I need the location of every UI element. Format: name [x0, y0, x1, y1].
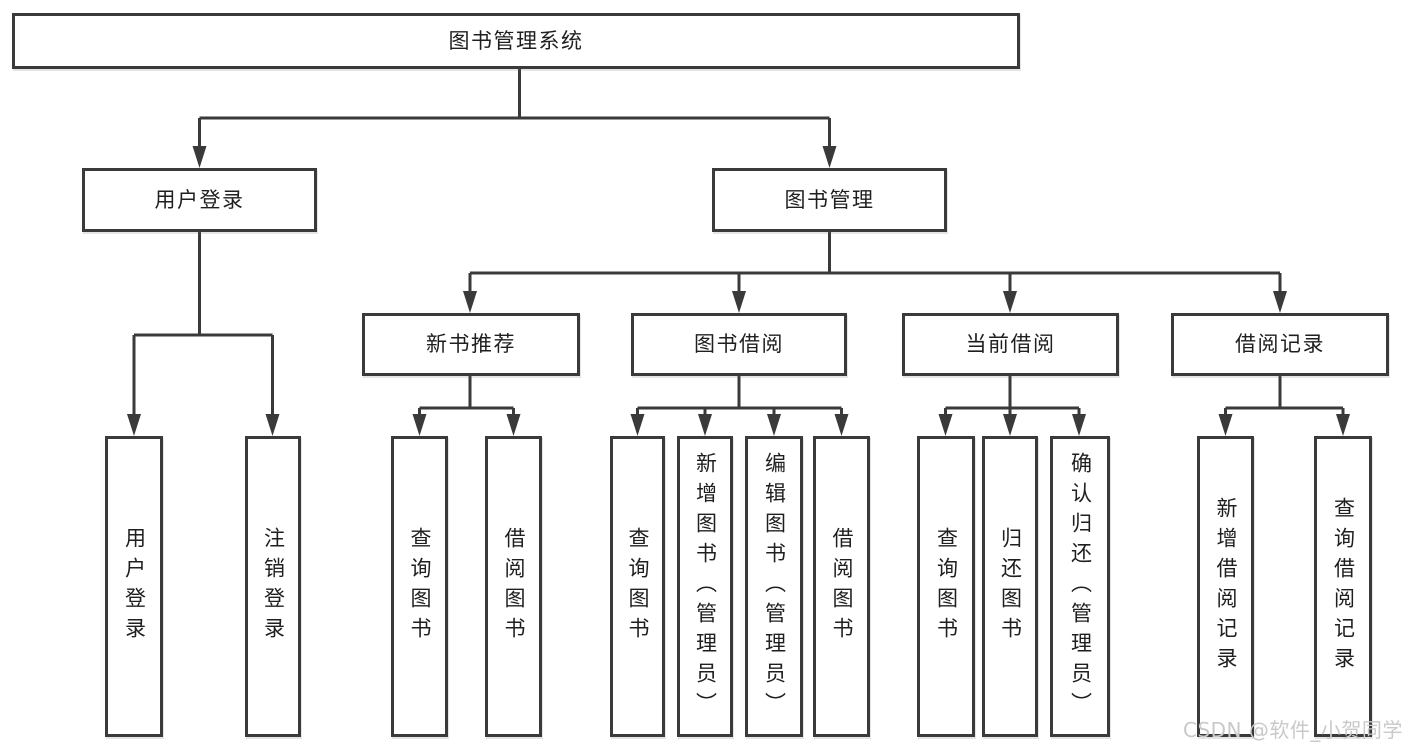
node-root-label: 图书管理系统	[448, 28, 584, 53]
connector-book-management	[468, 232, 1282, 295]
connector-new-book-recommend	[418, 376, 515, 418]
leaf-records-add-record: 新增借阅记录	[1197, 436, 1254, 737]
node-current-borrowing-label: 当前借阅	[965, 332, 1056, 356]
node-book-borrowing-label: 图书借阅	[694, 332, 784, 356]
node-book-borrowing: 图书借阅	[631, 313, 847, 376]
node-book-management-label: 图书管理	[784, 187, 875, 212]
leaf-current-return-books: 归还图书	[982, 436, 1038, 737]
leaf-records-add-record-label: 新增借阅记录	[1214, 496, 1238, 677]
leaf-user-login: 用户登录	[105, 436, 163, 737]
arrowhead-icon	[767, 414, 781, 436]
leaf-logout: 注销登录	[245, 436, 301, 737]
node-borrowing-records-label: 借阅记录	[1235, 332, 1325, 356]
leaf-current-confirm-return-admin: 确认归还（管理员）	[1050, 436, 1110, 737]
node-new-book-recommend: 新书推荐	[362, 313, 580, 376]
leaf-current-query-books-label: 查询图书	[934, 526, 959, 647]
arrowhead-icon	[938, 414, 953, 436]
node-user-login: 用户登录	[82, 168, 317, 232]
leaf-user-login-label: 用户登录	[122, 526, 147, 647]
arrowhead-icon	[506, 414, 521, 436]
arrowhead-icon	[1003, 291, 1017, 313]
leaf-current-return-books-label: 归还图书	[998, 526, 1023, 647]
arrowhead-icon	[834, 414, 849, 436]
connector-user-login	[132, 232, 274, 418]
leaf-records-query-record-label: 查询借阅记录	[1331, 496, 1356, 677]
arrowhead-icon	[127, 414, 141, 436]
node-root: 图书管理系统	[12, 13, 1020, 69]
leaf-borrowing-edit-books-admin: 编辑图书（管理员）	[745, 436, 803, 737]
arrowhead-icon	[732, 291, 746, 313]
leaf-current-query-books: 查询图书	[917, 436, 975, 737]
leaf-recommend-borrow-books-label: 借阅图书	[502, 526, 526, 647]
leaf-borrowing-query-books: 查询图书	[610, 436, 665, 737]
leaf-recommend-query-books: 查询图书	[391, 436, 448, 737]
leaf-borrowing-query-books-label: 查询图书	[626, 526, 650, 647]
node-borrowing-records: 借阅记录	[1171, 313, 1389, 376]
node-current-borrowing: 当前借阅	[902, 313, 1119, 376]
node-book-management: 图书管理	[712, 168, 947, 232]
leaf-records-query-record: 查询借阅记录	[1314, 436, 1372, 737]
arrowhead-icon	[1072, 414, 1086, 436]
watermark: CSDN @软件_小贺同学	[1183, 718, 1403, 742]
arrowhead-icon	[265, 414, 280, 436]
arrowhead-icon	[412, 414, 427, 436]
arrowhead-icon	[1273, 291, 1287, 313]
connector-root	[198, 69, 831, 150]
leaf-logout-label: 注销登录	[261, 526, 286, 647]
connector-book-borrowing	[636, 376, 843, 418]
leaf-borrowing-add-books-admin: 新增图书（管理员）	[677, 436, 733, 737]
leaf-borrowing-borrow-books: 借阅图书	[813, 436, 870, 737]
arrowhead-icon	[463, 291, 477, 313]
leaf-recommend-borrow-books: 借阅图书	[485, 436, 542, 737]
arrowhead-icon	[822, 146, 837, 168]
leaf-borrowing-add-books-admin-label: 新增图书（管理员）	[693, 451, 718, 722]
connector-current-borrowing	[944, 376, 1081, 418]
arrowhead-icon	[1003, 414, 1017, 436]
leaf-current-confirm-return-admin-label: 确认归还（管理员）	[1068, 451, 1093, 722]
arrowhead-icon	[1218, 414, 1233, 436]
leaf-borrowing-borrow-books-label: 借阅图书	[830, 526, 854, 647]
node-new-book-recommend-label: 新书推荐	[426, 332, 516, 356]
arrowhead-icon	[192, 146, 207, 168]
leaf-borrowing-edit-books-admin-label: 编辑图书（管理员）	[762, 451, 787, 722]
arrowhead-icon	[1336, 414, 1350, 436]
connector-borrowing-records	[1224, 376, 1345, 418]
arrowhead-icon	[698, 414, 712, 436]
node-user-login-label: 用户登录	[154, 187, 245, 212]
leaf-recommend-query-books-label: 查询图书	[408, 526, 432, 647]
arrowhead-icon	[630, 414, 645, 436]
